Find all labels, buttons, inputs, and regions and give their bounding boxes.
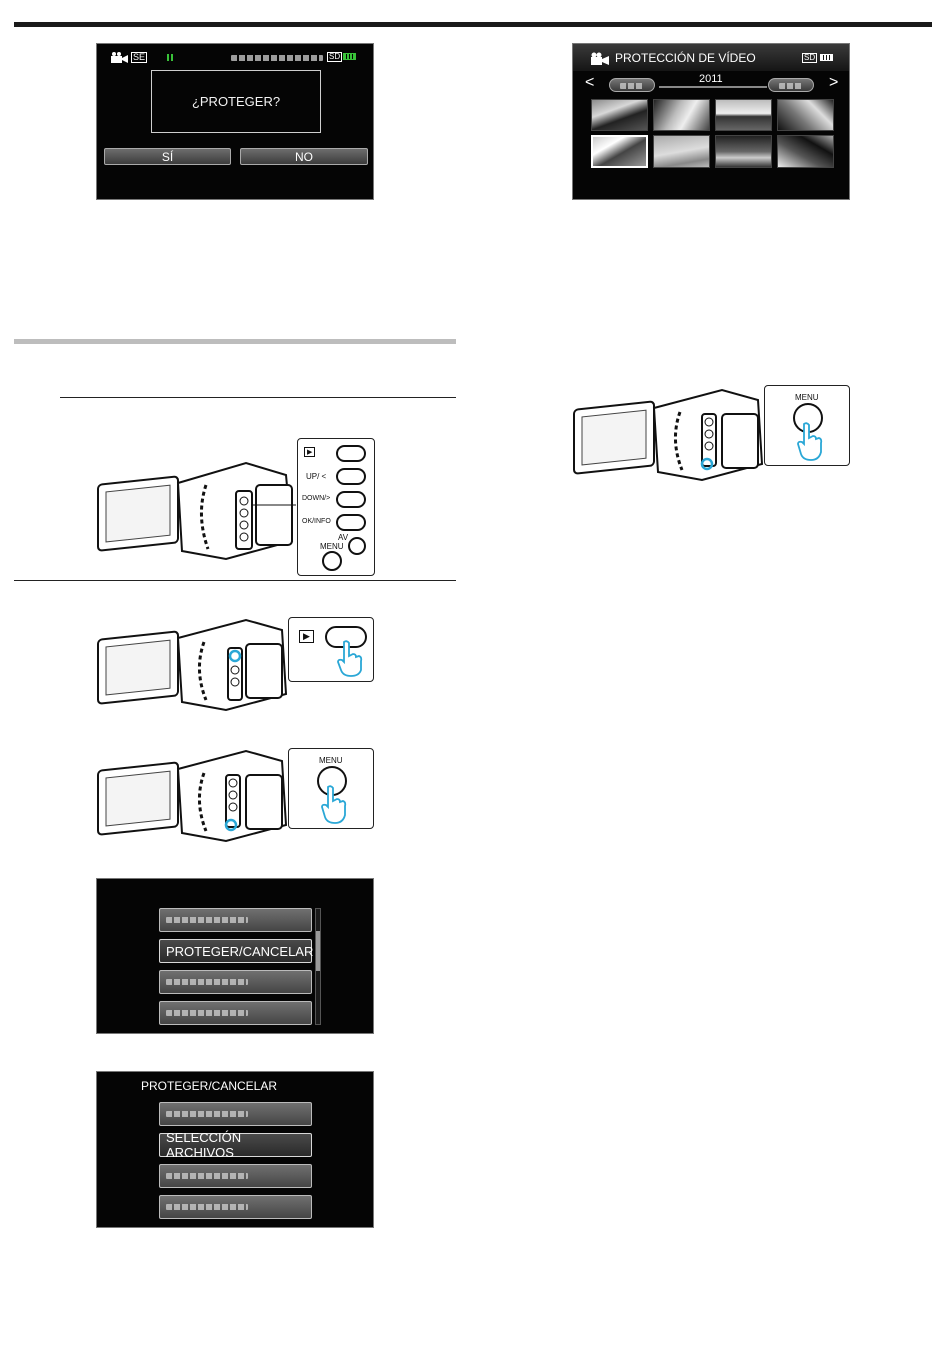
menu-item[interactable] (159, 1102, 312, 1126)
date-track (659, 86, 767, 88)
scrollbar-thumb[interactable] (316, 931, 320, 971)
menu-item-protect-cancel[interactable]: PROTEGER/CANCELAR (159, 939, 312, 963)
protect-cancel-screen: PROTEGER/CANCELAR SELECCIÓN ARCHIVOS (96, 1071, 374, 1228)
pointing-hand-icon (795, 422, 823, 462)
sd-card-badge: SD (327, 52, 342, 62)
menu-label: MENU (795, 393, 819, 402)
menu-screen: PROTEGER/CANCELAR (96, 878, 374, 1034)
menu-button-callout: MENU (288, 748, 374, 829)
sd-card-badge: SD (802, 53, 817, 63)
previous-date-pill[interactable] (609, 78, 655, 92)
yes-button[interactable]: SÍ (104, 148, 231, 165)
menu-label: MENU (320, 542, 344, 551)
play-icon: ▶ (299, 630, 314, 643)
menu-button[interactable] (322, 551, 342, 571)
ok-info-label: OK/INFO (302, 518, 331, 525)
battery-icon (343, 53, 356, 60)
quality-badge: SE (131, 52, 147, 63)
video-thumbnail[interactable] (777, 99, 834, 131)
video-thumbnail[interactable] (777, 135, 834, 168)
play-icon: ▶ (304, 447, 315, 457)
video-camera-icon (591, 52, 611, 66)
menu-item[interactable] (159, 1195, 312, 1219)
video-thumbnail[interactable] (591, 99, 648, 131)
av-label: AV (338, 533, 348, 542)
no-button[interactable]: NO (240, 148, 368, 165)
down-label: DOWN/> (302, 495, 330, 502)
ok-info-button[interactable] (336, 514, 366, 531)
next-arrow-icon[interactable]: > (829, 74, 838, 92)
step-rule (14, 580, 456, 581)
year-label: 2011 (699, 73, 723, 85)
video-thumbnail[interactable] (715, 135, 772, 168)
menu-item-file-selection[interactable]: SELECCIÓN ARCHIVOS (159, 1133, 312, 1157)
previous-arrow-icon[interactable]: < (585, 74, 594, 92)
menu-label: MENU (319, 756, 343, 765)
video-thumbnail-selected[interactable] (591, 135, 648, 168)
camcorder-illustration (96, 614, 296, 712)
play-button-callout: ▶ (288, 617, 374, 682)
next-date-pill[interactable] (768, 78, 814, 92)
play-button[interactable] (336, 445, 366, 462)
protect-question-dialog: ¿PROTEGER? (151, 70, 321, 133)
screen-title: PROTEGER/CANCELAR (141, 1079, 277, 1093)
pointing-hand-icon (319, 785, 347, 825)
menu-item[interactable] (159, 970, 312, 994)
video-thumbnail[interactable] (715, 99, 772, 131)
video-protection-screen: PROTECCIÓN DE VÍDEO SD < 2011 > (572, 43, 850, 200)
camcorder-illustration (96, 455, 296, 573)
protect-question: ¿PROTEGER? (192, 94, 280, 109)
av-button[interactable] (348, 537, 366, 555)
screen-title: PROTECCIÓN DE VÍDEO (615, 51, 756, 65)
menu-item[interactable] (159, 1001, 312, 1025)
menu-button-callout: MENU (764, 385, 850, 466)
menu-item[interactable] (159, 1164, 312, 1188)
video-camera-icon (111, 52, 131, 64)
battery-icon (820, 54, 833, 61)
blurred-status-text (231, 55, 323, 61)
camcorder-illustration (96, 745, 296, 843)
page-top-rule (14, 22, 932, 27)
video-thumbnail[interactable] (653, 99, 710, 131)
pause-indicator (167, 54, 169, 61)
button-panel-callout: ▶ UP/ < DOWN/> OK/INFO AV MENU (297, 438, 375, 576)
video-thumbnail[interactable] (653, 135, 710, 168)
camcorder-illustration (572, 384, 772, 482)
up-button[interactable] (336, 468, 366, 485)
step-rule (60, 397, 456, 398)
pointing-hand-icon (335, 640, 363, 678)
protect-confirm-screen: SE SD ¿PROTEGER? SÍ NO (96, 43, 374, 200)
down-button[interactable] (336, 491, 366, 508)
up-label: UP/ < (306, 472, 326, 481)
menu-item[interactable] (159, 908, 312, 932)
scrollbar[interactable] (315, 908, 321, 1025)
pause-indicator (171, 54, 173, 61)
section-divider (14, 339, 456, 344)
